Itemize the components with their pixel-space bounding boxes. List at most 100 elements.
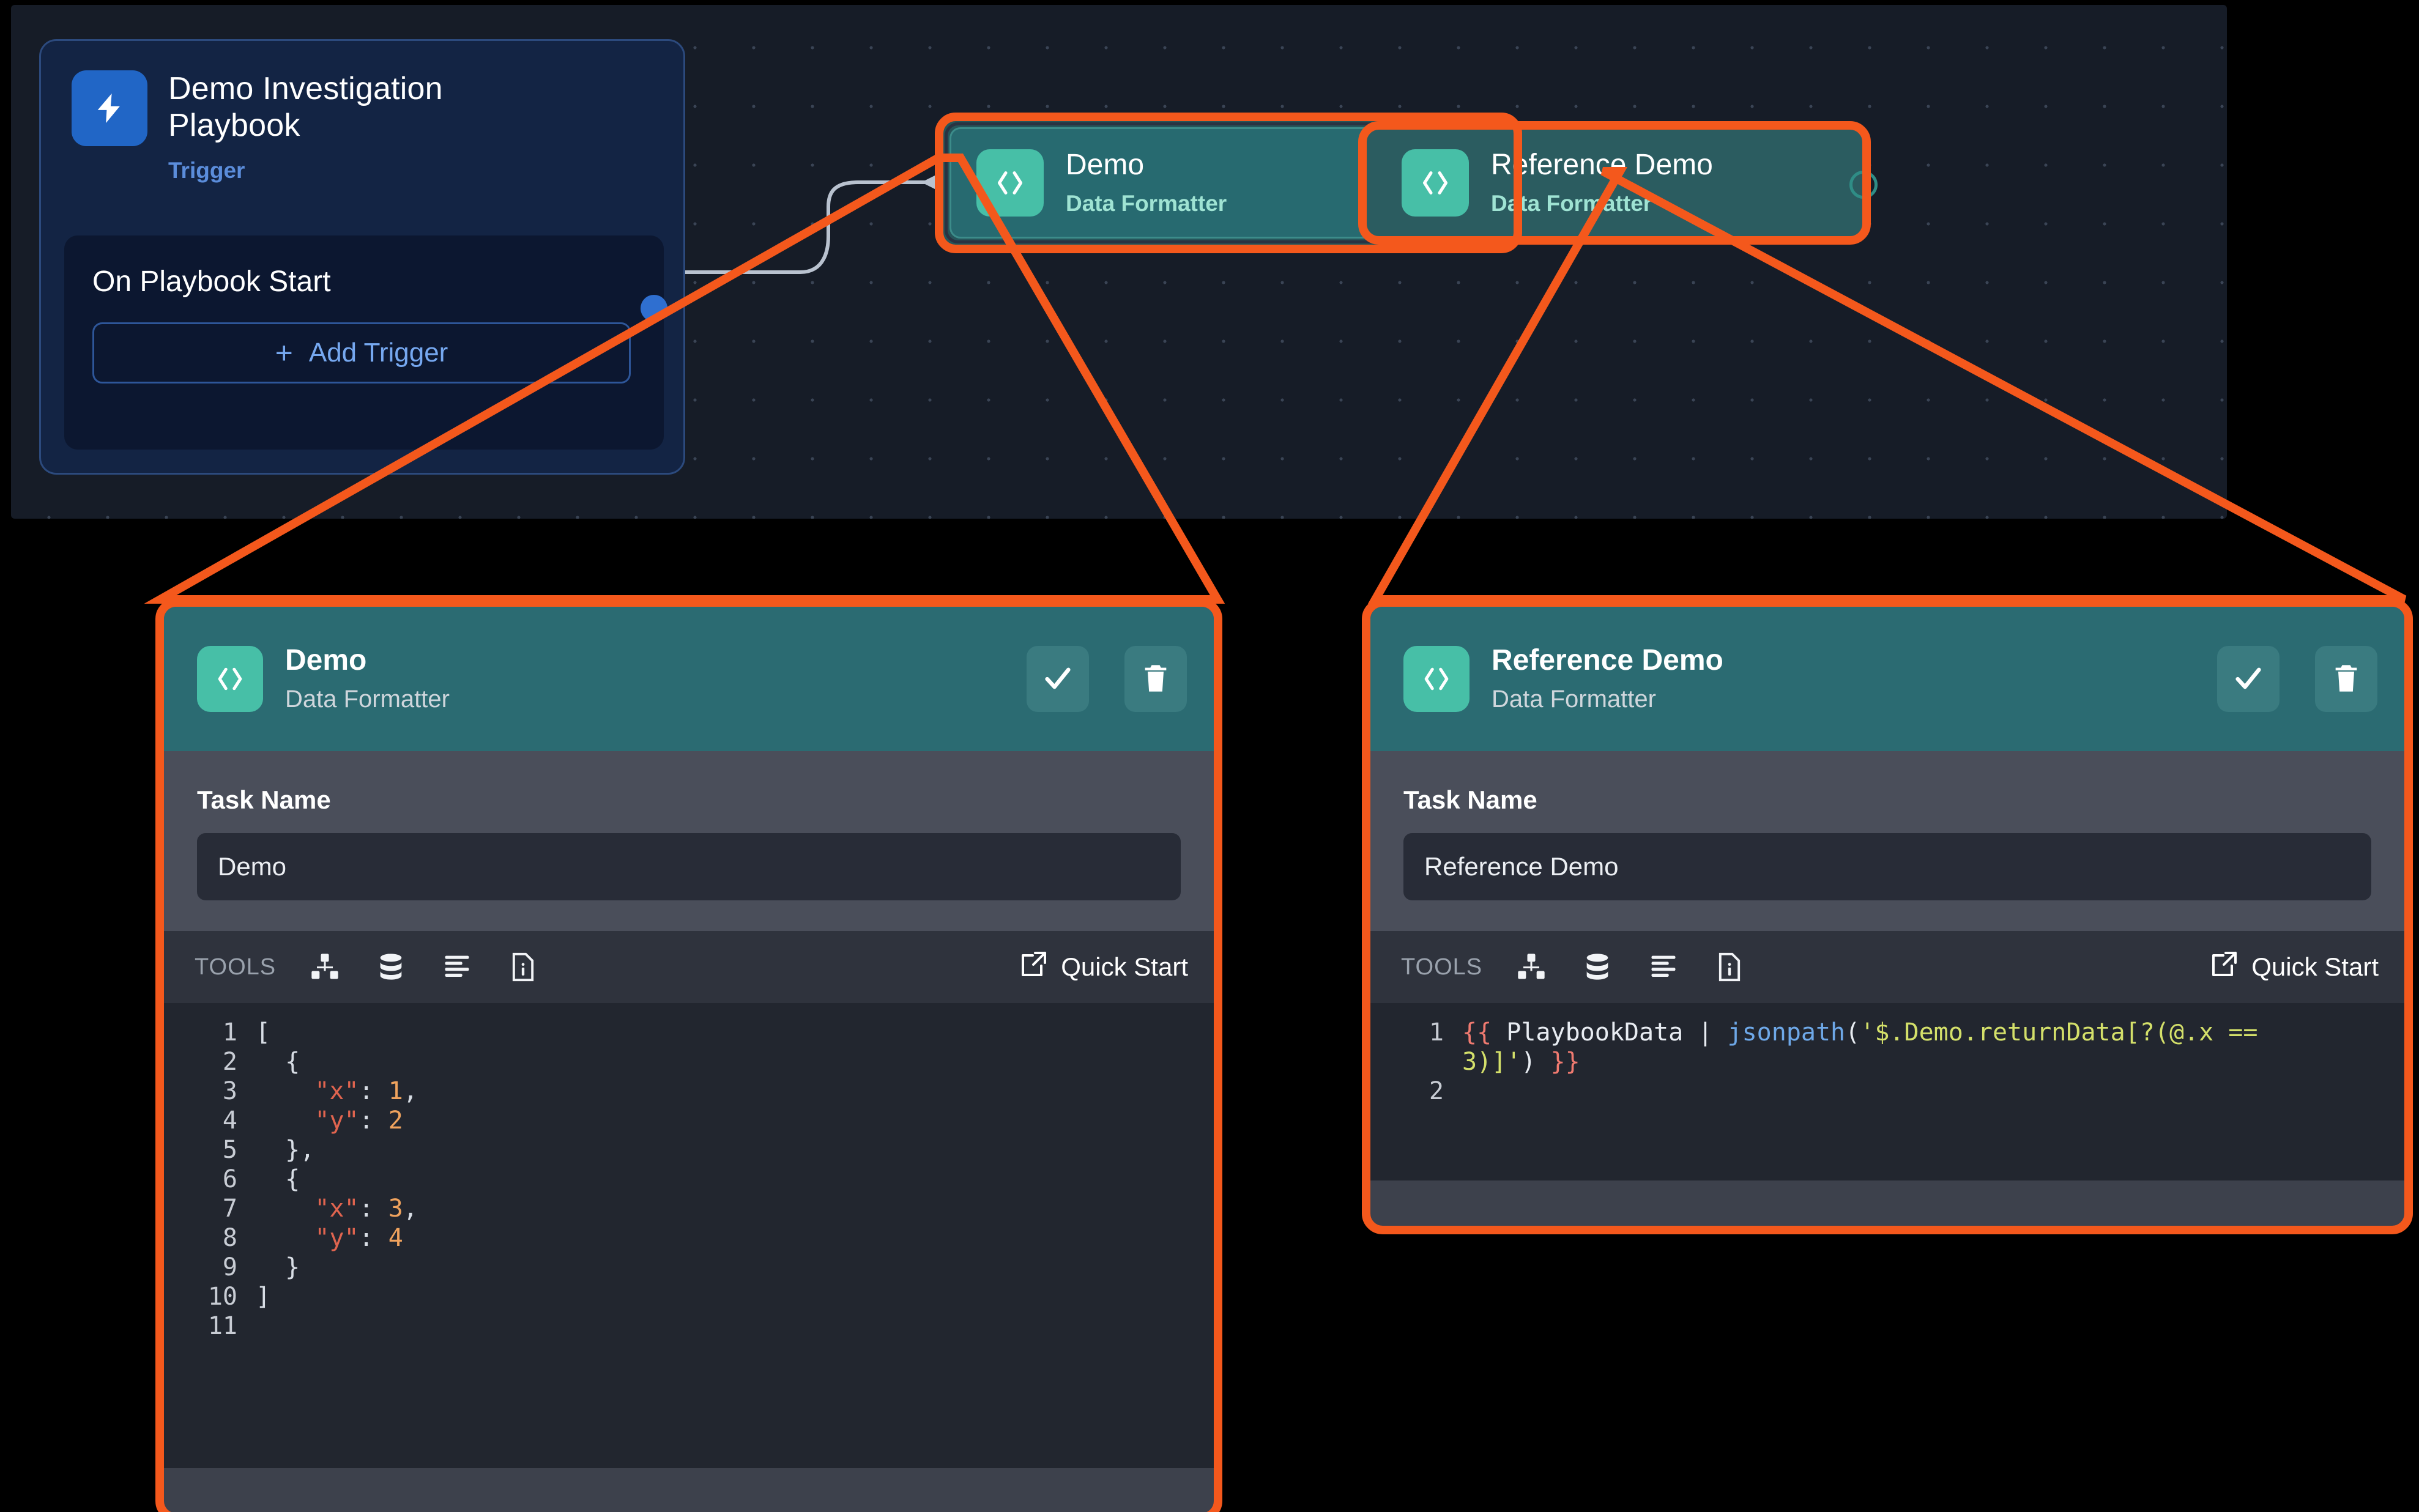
code-token: {{ — [1462, 1018, 1507, 1047]
node-output-port[interactable] — [1849, 171, 1878, 199]
line-number: 11 — [207, 1312, 237, 1340]
sitemap-blocks-icon[interactable] — [1514, 950, 1548, 984]
code-token — [256, 1106, 314, 1135]
line-number: 7 — [222, 1195, 237, 1223]
trigger-body: On Playbook Start + Add Trigger — [64, 235, 664, 450]
panel-header: Reference Demo Data Formatter — [1370, 607, 2404, 751]
code-line: 10] — [164, 1282, 1214, 1311]
tools-label: TOOLS — [195, 954, 277, 980]
playbook-canvas[interactable]: Demo Investigation Playbook Trigger On P… — [11, 5, 2227, 519]
lightning-bolt-icon — [72, 70, 147, 146]
node-subtitle: Data Formatter — [1491, 191, 1652, 217]
code-brackets-icon — [976, 149, 1044, 217]
code-token: ] — [256, 1283, 271, 1311]
code-text: ] — [256, 1282, 270, 1311]
align-left-icon[interactable] — [1646, 950, 1681, 984]
task-name-input[interactable]: Demo — [197, 833, 1181, 900]
code-line: 2 { — [164, 1047, 1214, 1077]
quick-start-button[interactable]: Quick Start — [1019, 949, 1188, 985]
code-token: [ — [256, 1018, 271, 1047]
code-token — [256, 1195, 314, 1223]
confirm-button[interactable] — [2217, 646, 2280, 712]
code-token: 2 — [388, 1106, 403, 1135]
delete-button[interactable] — [1124, 646, 1187, 712]
code-line: 11 — [164, 1311, 1214, 1341]
line-number: 9 — [222, 1253, 237, 1281]
line-number: 10 — [207, 1283, 237, 1311]
code-line: 9 } — [164, 1253, 1214, 1282]
code-text: { — [256, 1047, 300, 1077]
quick-start-button[interactable]: Quick Start — [2210, 949, 2379, 985]
trigger-card[interactable]: Demo Investigation Playbook Trigger On P… — [39, 39, 685, 475]
panel-title: Reference Demo — [1492, 644, 1723, 677]
task-name-label: Task Name — [197, 785, 331, 814]
code-token — [256, 1224, 314, 1252]
code-token: "y" — [314, 1106, 359, 1135]
align-left-icon[interactable] — [440, 950, 474, 984]
external-link-icon — [2210, 949, 2239, 985]
database-icon[interactable] — [1580, 950, 1615, 984]
code-line: 5 }, — [164, 1135, 1214, 1165]
code-token: : — [359, 1195, 388, 1223]
code-token: : — [359, 1224, 388, 1252]
panel-subtitle: Data Formatter — [1492, 685, 1656, 713]
database-icon[interactable] — [374, 950, 408, 984]
delete-button[interactable] — [2315, 646, 2377, 712]
code-token: PlaybookData — [1506, 1018, 1684, 1047]
code-token: { — [256, 1165, 300, 1193]
code-line: 8 "y": 4 — [164, 1223, 1214, 1253]
code-text: "x": 1, — [256, 1077, 418, 1106]
code-text: "y": 4 — [256, 1223, 403, 1253]
panel-title: Demo — [285, 644, 367, 677]
code-token: , — [403, 1195, 418, 1223]
code-text: [ — [256, 1018, 270, 1047]
tools-toolbar: TOOLS — [1370, 931, 2404, 1003]
tools-toolbar: TOOLS — [164, 931, 1214, 1003]
code-token: "y" — [314, 1224, 359, 1252]
file-info-icon[interactable] — [1712, 950, 1747, 984]
panel-form: Task Name Demo — [164, 751, 1214, 931]
code-text: {{ PlaybookData | jsonpath('$.Demo.retur… — [1462, 1018, 2313, 1077]
confirm-button[interactable] — [1027, 646, 1089, 712]
task-detail-panel-demo[interactable]: Demo Data Formatter Task Name — [155, 598, 1222, 1512]
plus-icon: + — [275, 336, 293, 370]
code-token: 1 — [388, 1077, 403, 1105]
panel-titles: Demo Data Formatter — [285, 644, 1005, 713]
trash-icon — [2330, 661, 2362, 697]
canvas-node-reference-demo[interactable]: Reference Demo Data Formatter — [1364, 127, 1878, 239]
code-token: } — [256, 1253, 300, 1281]
file-info-icon[interactable] — [506, 950, 540, 984]
add-trigger-button[interactable]: + Add Trigger — [92, 322, 631, 384]
panel-header: Demo Data Formatter — [164, 607, 1214, 751]
line-number: 2 — [1429, 1077, 1444, 1105]
tools-label: TOOLS — [1401, 954, 1483, 980]
code-token: "x" — [314, 1077, 359, 1105]
node-title: Reference Demo — [1491, 148, 1713, 181]
trigger-output-port[interactable] — [641, 295, 667, 322]
node-subtitle: Data Formatter — [1066, 191, 1227, 217]
code-text: } — [256, 1253, 300, 1282]
code-token: ) — [1521, 1048, 1536, 1076]
line-number: 6 — [222, 1165, 237, 1193]
code-line: 4 "y": 2 — [164, 1106, 1214, 1135]
on-playbook-start-label: On Playbook Start — [92, 265, 331, 298]
trash-icon — [1140, 661, 1172, 697]
code-text: { — [256, 1165, 300, 1194]
quick-start-label: Quick Start — [1061, 952, 1188, 981]
code-editor-reference-demo[interactable]: 1{{ PlaybookData | jsonpath('$.Demo.retu… — [1370, 1003, 2404, 1180]
task-name-input[interactable]: Reference Demo — [1403, 833, 2371, 900]
code-line: 6 { — [164, 1165, 1214, 1194]
task-detail-panel-reference-demo[interactable]: Reference Demo Data Formatter Task — [1362, 598, 2413, 1234]
panel-subtitle: Data Formatter — [285, 685, 450, 713]
code-token: jsonpath — [1727, 1018, 1846, 1047]
code-token: "x" — [314, 1195, 359, 1223]
line-number: 2 — [222, 1048, 237, 1076]
code-token: ( — [1845, 1018, 1860, 1047]
code-token: | — [1683, 1018, 1728, 1047]
code-token: : — [359, 1077, 388, 1105]
line-number: 1 — [222, 1018, 237, 1047]
sitemap-blocks-icon[interactable] — [308, 950, 342, 984]
code-brackets-icon — [197, 646, 263, 712]
